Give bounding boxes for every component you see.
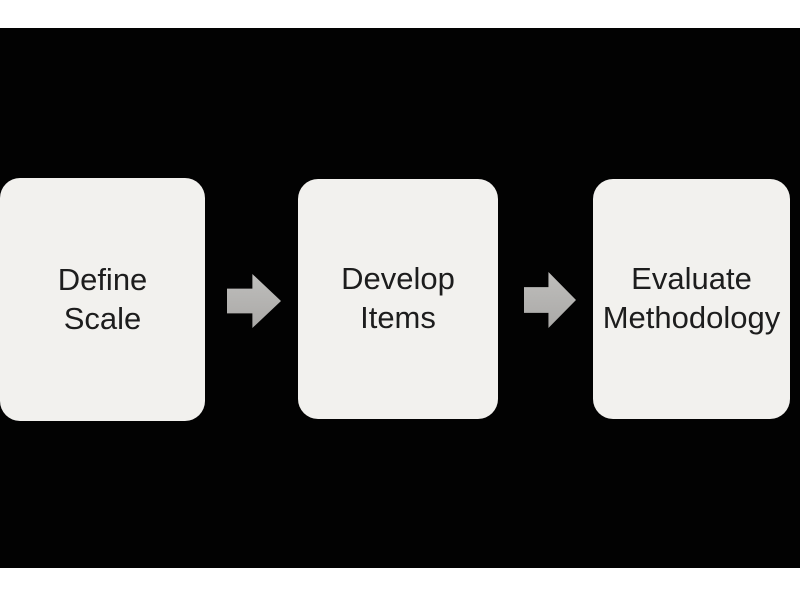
step-label-evaluate-methodology: Evaluate Methodology [602,261,781,335]
right-block-arrow-icon [524,272,576,328]
flow-step-develop-items: Develop Items [298,179,498,419]
step-label-develop-items: Develop Items [341,261,455,335]
flow-step-evaluate-methodology: Evaluate Methodology [593,179,790,419]
right-block-arrow-icon [227,274,281,328]
step-label-define-scale: Define Scale [57,261,148,336]
slide-canvas: Define Scale Develop Items Evaluate Meth… [0,28,800,568]
flow-step-define-scale: Define Scale [0,178,205,421]
